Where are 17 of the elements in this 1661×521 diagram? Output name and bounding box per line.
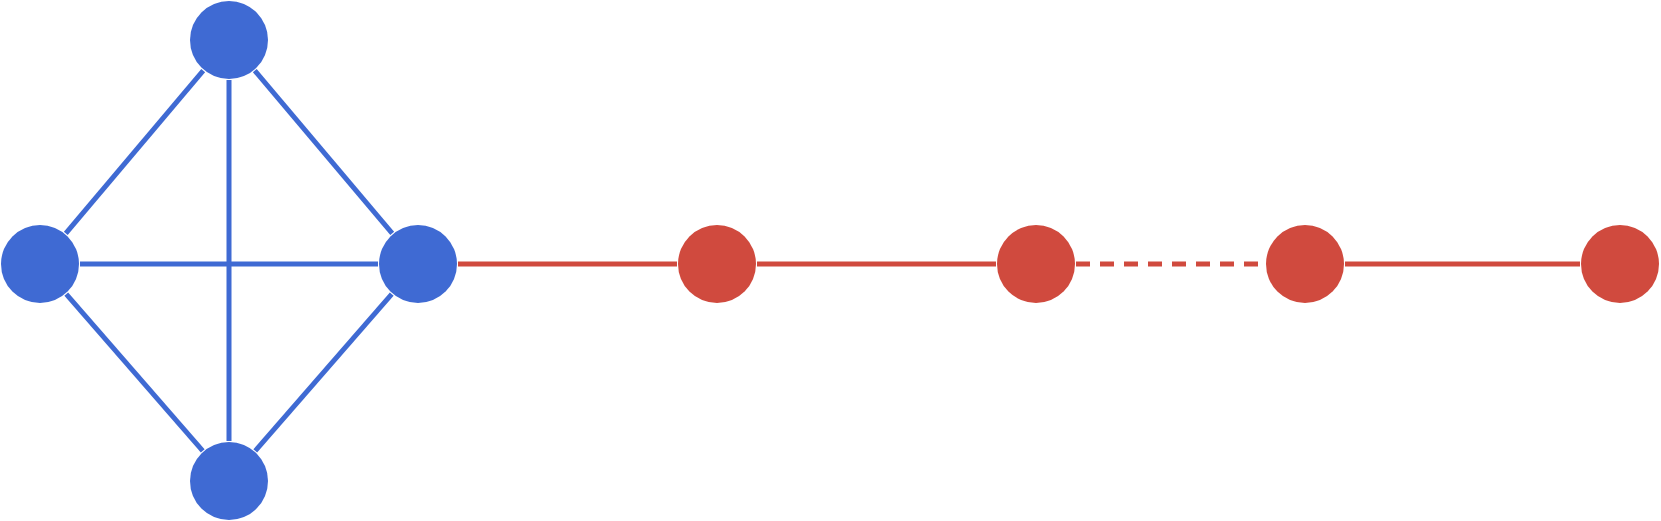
edge-line [253,292,394,453]
circle-node [1265,224,1345,304]
edge-line [458,261,677,267]
edge-line [252,68,395,236]
edge-line [63,68,206,236]
circle-node [0,224,80,304]
circle-node [378,224,458,304]
edge-line [64,292,205,453]
circle-node [189,441,269,521]
circle-node [996,224,1076,304]
circle-node [677,224,757,304]
circle-node [1580,224,1660,304]
edge-line [1345,261,1580,267]
edge-line [226,80,232,441]
edge-line [757,261,996,267]
circle-node [189,0,269,80]
edge-line [80,261,378,267]
